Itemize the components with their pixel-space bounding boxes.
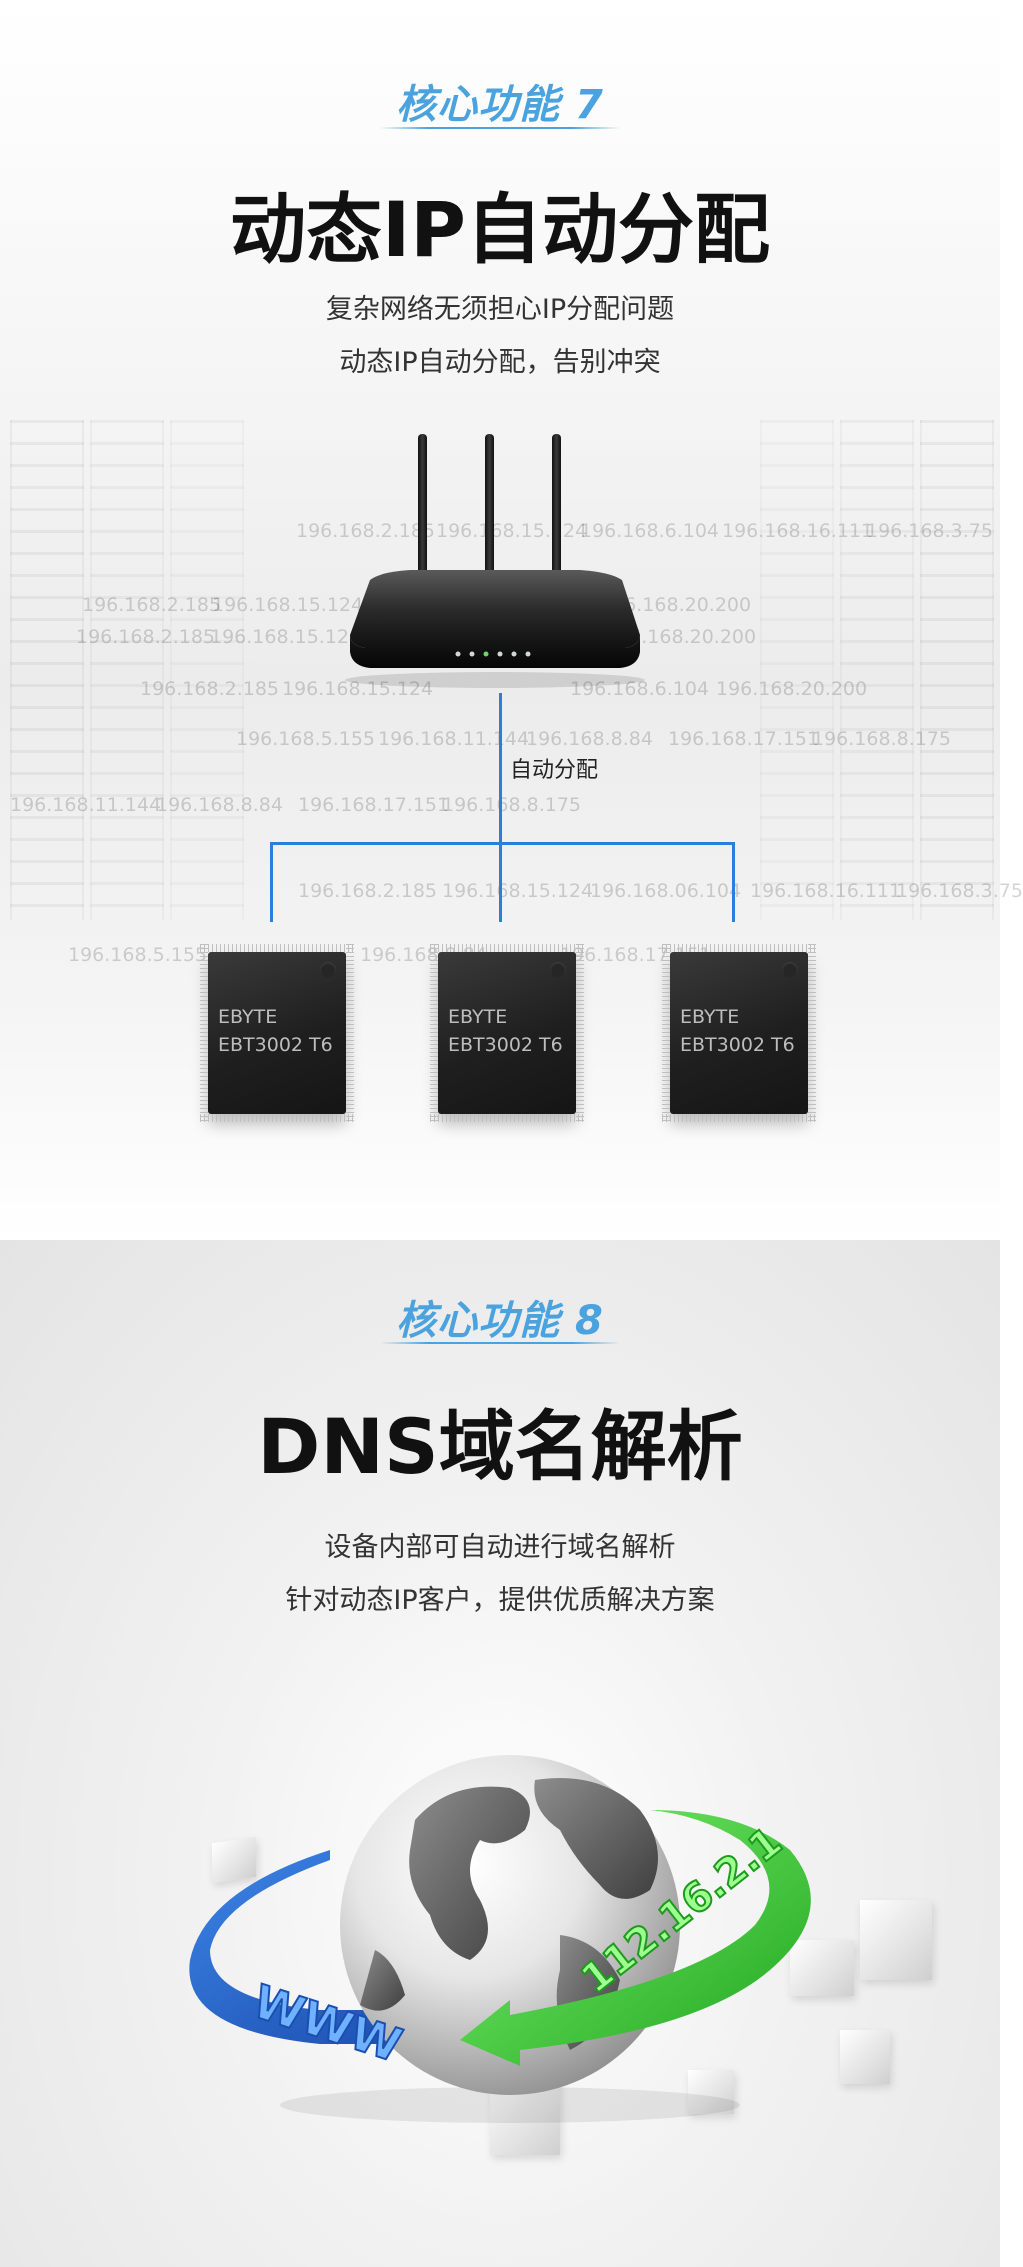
ip-text: 196.168.15.124 xyxy=(282,678,434,700)
ip-text: 196.168.2.185 xyxy=(140,678,280,700)
chip-pin-marker xyxy=(320,962,336,978)
ip-text: 196.168.20.200 xyxy=(605,626,757,648)
server-rack-bg xyxy=(760,420,834,920)
ip-text: 196.168.3.75 xyxy=(896,880,1023,902)
feature-badge: 核心功能 8 xyxy=(396,1298,604,1344)
cube-decoration xyxy=(860,1900,932,1980)
ip-text: 196.168.15.124 xyxy=(210,626,362,648)
ip-text: 196.168.17.151 xyxy=(298,794,450,816)
chip-module-3: EBYTE EBT3002 T6 xyxy=(662,944,816,1122)
ip-text: 196.168.15.124 xyxy=(436,520,588,542)
feature-8-section: 核心功能 8 DNS域名解析 设备内部可自动进行域名解析 针对动态IP客户，提供… xyxy=(0,1240,1000,2267)
connector-branch-middle xyxy=(499,842,502,922)
chip-module-1: EBYTE EBT3002 T6 xyxy=(200,944,354,1122)
badge-underline xyxy=(380,127,620,129)
ip-text: 196.168.8.175 xyxy=(812,728,952,750)
router-icon xyxy=(345,434,645,688)
chip-model: EBT3002 T6 xyxy=(680,1034,795,1056)
chip-pin-marker xyxy=(782,962,798,978)
connector-branch-right xyxy=(732,842,735,922)
server-rack-bg xyxy=(90,420,164,920)
connector-trunk xyxy=(499,693,502,843)
connector-branch-left xyxy=(270,842,273,922)
ip-text: 196.168.5.155 xyxy=(236,728,376,750)
ip-text: 196.168.8.84 xyxy=(526,728,653,750)
cube-decoration xyxy=(688,2070,734,2114)
chip-model: EBT3002 T6 xyxy=(218,1034,333,1056)
server-rack-bg xyxy=(10,420,84,920)
chip-pin-marker xyxy=(550,962,566,978)
ip-text: 196.168.15.124 xyxy=(442,880,594,902)
subtitle-line-1: 设备内部可自动进行域名解析 xyxy=(324,1532,676,1563)
ip-text: 196.168.15.124 xyxy=(212,594,364,616)
ip-text: 196.168.16.111 xyxy=(750,880,902,902)
section-title: DNS域名解析 xyxy=(257,1402,743,1491)
dns-globe-illustration: WWW 112.16.2.1 xyxy=(189,1755,811,2123)
cube-decoration xyxy=(790,1940,854,1996)
subtitle-line-2: 针对动态IP客户，提供优质解决方案 xyxy=(285,1585,715,1616)
chip-brand: EBYTE xyxy=(218,1006,278,1028)
ip-text: 196.168.6.104 xyxy=(570,678,710,700)
ip-text: 196.168.5.155 xyxy=(68,944,208,966)
server-rack-bg xyxy=(920,420,994,920)
ip-text: 196.168.2.185 xyxy=(298,880,438,902)
ip-text: 196.168.3.75 xyxy=(866,520,993,542)
ip-text: 196.168.8.175 xyxy=(442,794,582,816)
ip-text: 196.168.6.104 xyxy=(580,520,720,542)
ip-text: 196.168.20.200 xyxy=(716,678,868,700)
ip-text: 196.168.2.185 xyxy=(76,626,216,648)
section-title: 动态IP自动分配 xyxy=(230,185,770,274)
connector-bus xyxy=(270,842,735,845)
ip-text: 196.168.06.104 xyxy=(590,880,742,902)
subtitle-line-1: 复杂网络无须担心IP分配问题 xyxy=(325,294,675,325)
feature-badge: 核心功能 7 xyxy=(396,82,604,128)
chip-brand: EBYTE xyxy=(680,1006,740,1028)
badge-underline xyxy=(380,1342,620,1344)
ip-text: 196.168.11.144 xyxy=(378,728,530,750)
ip-text: 196.168.11.144 xyxy=(10,794,162,816)
chip-model: EBT3002 T6 xyxy=(448,1034,563,1056)
ip-text: 196.168.2.185 xyxy=(296,520,436,542)
subtitle-line-2: 动态IP自动分配，告别冲突 xyxy=(339,347,661,378)
server-rack-bg xyxy=(170,420,244,920)
chip-module-2: EBYTE EBT3002 T6 xyxy=(430,944,584,1122)
server-rack-bg xyxy=(840,420,914,920)
feature-7-section: 核心功能 7 动态IP自动分配 复杂网络无须担心IP分配问题 动态IP自动分配，… xyxy=(0,0,1023,1240)
chip-brand: EBYTE xyxy=(448,1006,508,1028)
ip-text: 196.168.20.200 xyxy=(600,594,752,616)
ip-text: 196.168.16.111 xyxy=(722,520,874,542)
ip-text: 196.168.2.185 xyxy=(82,594,222,616)
cube-decoration xyxy=(840,2030,890,2084)
ip-text: 196.168.8.84 xyxy=(156,794,283,816)
connector-label: 自动分配 xyxy=(510,758,599,783)
ip-text: 196.168.17.151 xyxy=(668,728,820,750)
